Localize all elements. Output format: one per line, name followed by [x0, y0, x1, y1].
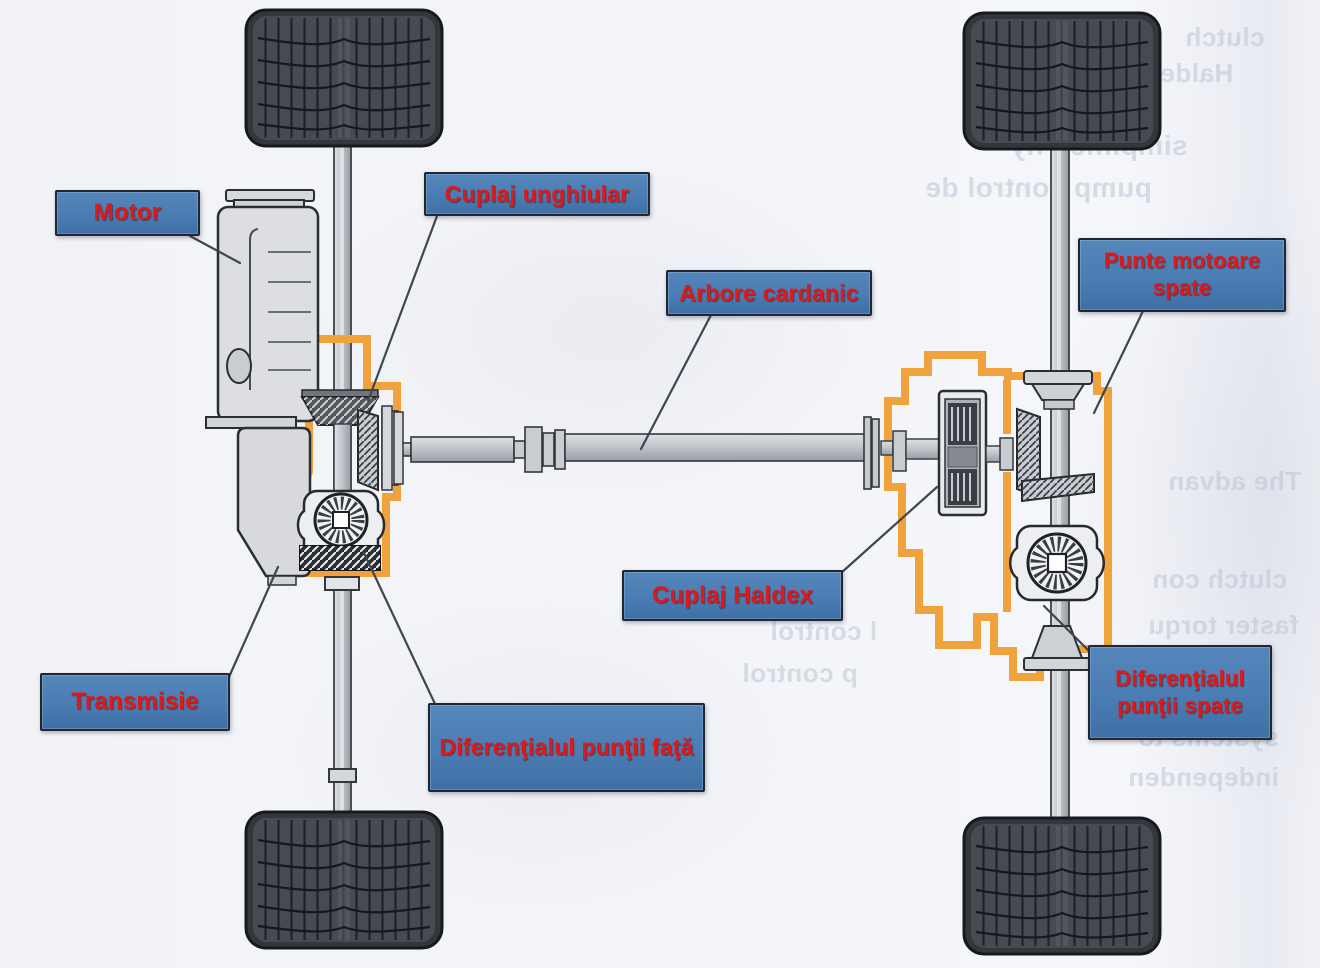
engine-flange [205, 416, 297, 429]
transmission [236, 426, 312, 586]
front-ring-gear [357, 405, 404, 492]
label-arbore-cardanic: Arbore cardanic [666, 270, 872, 316]
rear-bevel-gear-horizontal [1021, 472, 1095, 503]
rear-axle-shaft [1050, 79, 1070, 826]
rear-axle-bottom-flange [1023, 625, 1093, 671]
leader-arbore-cardanic [639, 313, 713, 451]
leader-transmisie [227, 565, 280, 679]
engine [205, 189, 320, 429]
rear-tire-top [962, 11, 1162, 151]
front-tire-bottom [244, 810, 444, 950]
leader-cuplaj-haldex [839, 485, 939, 575]
label-diferential-spate: Diferenţialul punţii spate [1088, 645, 1272, 740]
front-differential [296, 489, 386, 591]
leader-cuplaj-unghiular [366, 214, 439, 403]
label-diferential-fata: Diferenţialul punţii faţă [428, 703, 705, 792]
leader-motor [188, 234, 242, 265]
label-cuplaj-haldex: Cuplaj Haldex [622, 570, 843, 621]
label-transmisie: Transmisie [40, 673, 230, 731]
front-diff-input-shaft [333, 423, 352, 495]
rear-housing-outline [884, 351, 1112, 681]
label-punte-motoare-spate: Punte motoare spate [1078, 238, 1286, 312]
rear-tire-bottom [962, 816, 1162, 956]
leader-diferential-spate [1042, 604, 1093, 655]
leader-diferential-fata [362, 551, 438, 708]
front-tire-top [244, 8, 444, 148]
label-motor: Motor [55, 190, 200, 236]
rear-differential [1009, 524, 1105, 602]
label-cuplaj-unghiular: Cuplaj unghiular [424, 172, 650, 216]
rear-axle-top-flange [1023, 370, 1093, 410]
leader-punte-motoare-spate [1092, 309, 1145, 415]
driveshaft [381, 408, 880, 490]
haldex-coupling [880, 389, 1014, 517]
